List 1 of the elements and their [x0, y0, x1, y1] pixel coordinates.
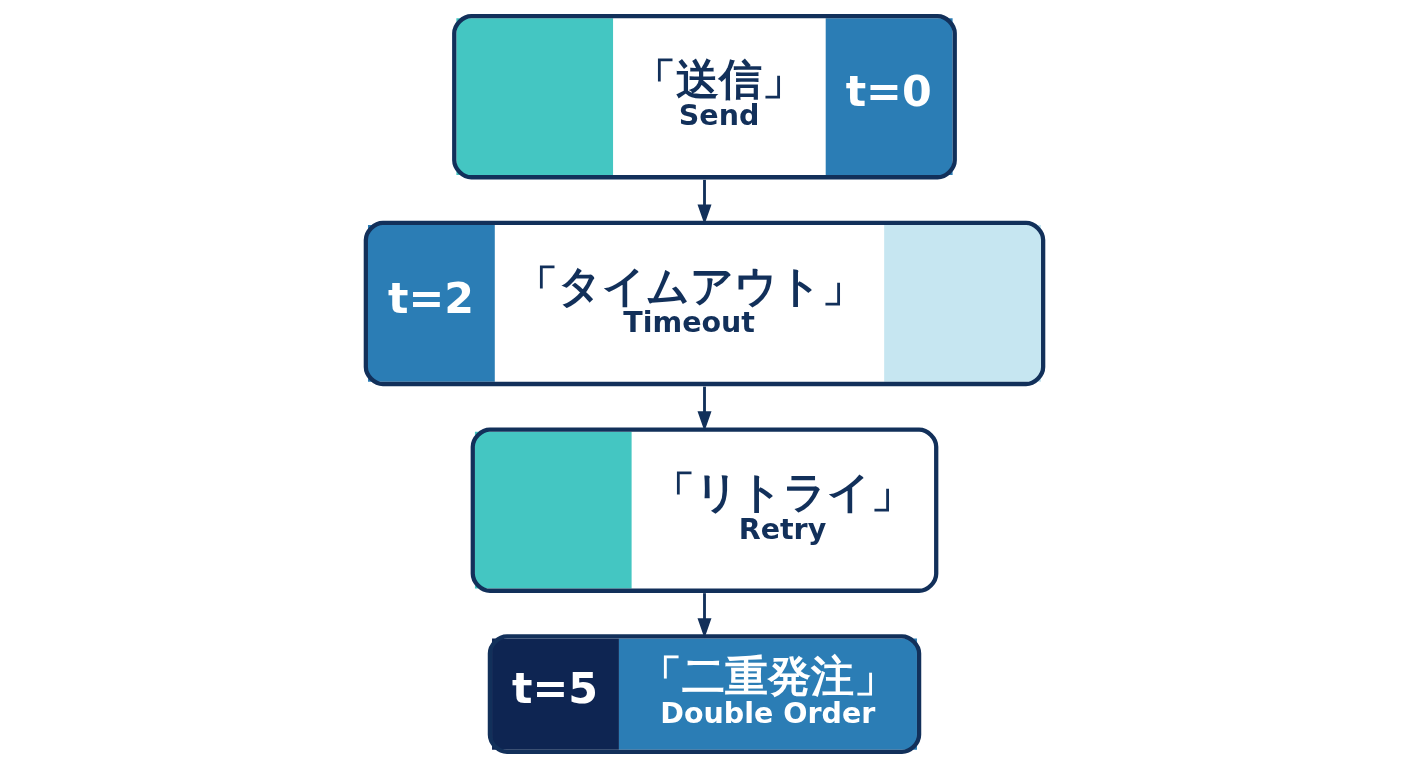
node-box: 「リトライ」 Retry	[470, 427, 938, 593]
